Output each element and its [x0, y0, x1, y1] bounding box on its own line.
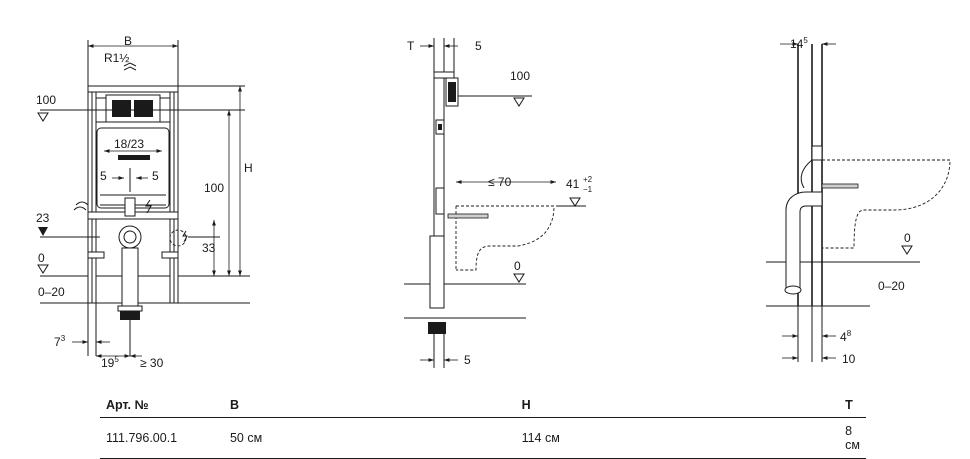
- label-41-minus: −1: [583, 185, 593, 194]
- label-41: 41: [566, 177, 580, 191]
- label-30: ≥ 30: [140, 356, 164, 370]
- label-spacing-left: 5: [100, 169, 107, 183]
- label-33: 33: [202, 241, 216, 255]
- detail-drain-elbow: [785, 191, 823, 291]
- frame-top-rail: [87, 85, 179, 93]
- side-drain-end: [428, 322, 446, 334]
- technical-drawing: B R1½ 100 18/23 5 5 23 0 0–20 H 100 33 7…: [36, 34, 951, 370]
- header-t: T: [839, 394, 866, 418]
- label-7: 73: [54, 334, 66, 349]
- label-b: B: [124, 34, 132, 48]
- side-wc-bowl: [456, 205, 555, 271]
- cell-b: 50 см: [223, 417, 516, 459]
- label-level-23: 23: [36, 211, 50, 225]
- label-spacing-right: 5: [152, 169, 159, 183]
- header-b: B: [223, 394, 516, 418]
- label-19: 195: [101, 355, 119, 370]
- electric-icon-right: [182, 230, 188, 243]
- label-side-0: 0: [514, 259, 521, 273]
- label-bottom-5: 5: [464, 353, 471, 367]
- table-row: 111.796.00.1 50 см 114 см 8 см: [100, 417, 866, 459]
- water-supply-icon: [73, 201, 89, 211]
- drain-pipe-end: [120, 310, 140, 320]
- electric-socket-outline: [169, 229, 187, 247]
- label-opening: 18/23: [114, 137, 144, 151]
- label-detail-0: 0: [904, 231, 911, 245]
- spec-table-header: Арт. № B H T: [100, 394, 866, 418]
- header-article: Арт. №: [100, 394, 224, 418]
- cell-article: 111.796.00.1: [100, 417, 224, 459]
- label-10: 10: [842, 352, 856, 366]
- detail-wc-pipe: [821, 183, 859, 189]
- detail-view: [766, 42, 951, 362]
- label-h: H: [244, 161, 253, 175]
- side-view: [404, 38, 586, 368]
- spec-table: Арт. № B H T 111.796.00.1 50 см 114 см 8…: [100, 394, 866, 459]
- front-view: [37, 40, 250, 358]
- label-range: 0–20: [38, 285, 65, 299]
- cistern-slot: [118, 155, 150, 160]
- label-depth-70: ≤ 70: [488, 175, 512, 189]
- label-t: T: [407, 39, 415, 53]
- actuator-button-right: [134, 100, 153, 117]
- level-marker-23: [38, 227, 48, 236]
- label-side-100: 100: [510, 69, 530, 83]
- label-top-5: 5: [475, 39, 482, 53]
- side-drain-pipe: [429, 235, 445, 309]
- header-h: H: [515, 394, 840, 418]
- drain-pipe: [121, 247, 139, 307]
- cell-t: 8 см: [839, 417, 866, 459]
- label-41-plus: +2: [583, 175, 593, 184]
- label-r12: R1½: [104, 51, 129, 65]
- water-connection-icon: [123, 62, 137, 71]
- side-wc-pipe: [447, 213, 489, 219]
- detail-wc-bowl: [822, 159, 951, 249]
- label-100: 100: [204, 181, 224, 195]
- label-14: 145: [790, 36, 808, 51]
- label-level-0: 0: [38, 251, 45, 265]
- actuator-button-left: [112, 100, 131, 117]
- label-level-100: 100: [36, 93, 56, 107]
- cell-h: 114 см: [515, 417, 840, 459]
- electric-icon: [145, 199, 152, 214]
- label-4: 48: [840, 329, 852, 344]
- label-detail-range: 0–20: [878, 279, 905, 293]
